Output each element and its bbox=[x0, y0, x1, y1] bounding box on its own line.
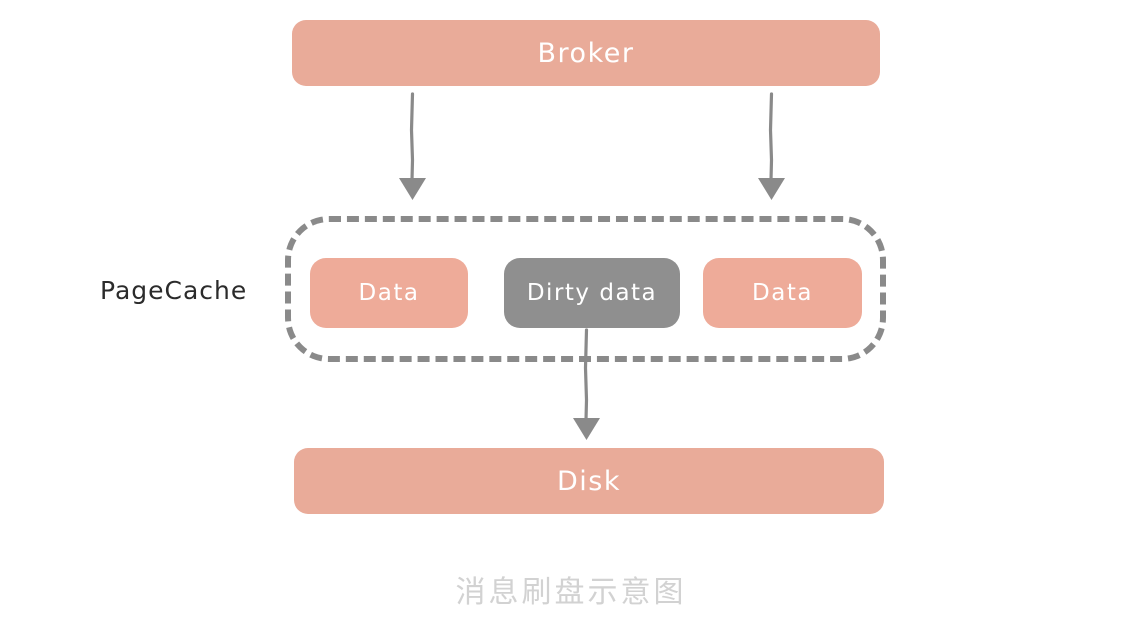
pagecache-item-label: Data bbox=[752, 280, 813, 306]
arrow-broker-to-pagecache-right bbox=[758, 92, 785, 200]
pagecache-item-dirty-data[interactable]: Dirty data bbox=[504, 258, 680, 328]
pagecache-label: PageCache bbox=[100, 276, 248, 305]
pagecache-item-label: Dirty data bbox=[526, 280, 658, 306]
diagram-caption: 消息刷盘示意图 bbox=[455, 575, 687, 610]
node-broker[interactable]: Broker bbox=[292, 20, 880, 86]
node-disk[interactable]: Disk bbox=[294, 448, 884, 514]
node-broker-label: Broker bbox=[537, 37, 635, 69]
pagecache-item-data-2[interactable]: Data bbox=[703, 258, 862, 328]
pagecache-item-label: Data bbox=[358, 280, 420, 306]
arrow-broker-to-pagecache-left bbox=[399, 92, 426, 200]
node-disk-label: Disk bbox=[557, 465, 621, 497]
pagecache-item-data-1[interactable]: Data bbox=[310, 258, 468, 328]
